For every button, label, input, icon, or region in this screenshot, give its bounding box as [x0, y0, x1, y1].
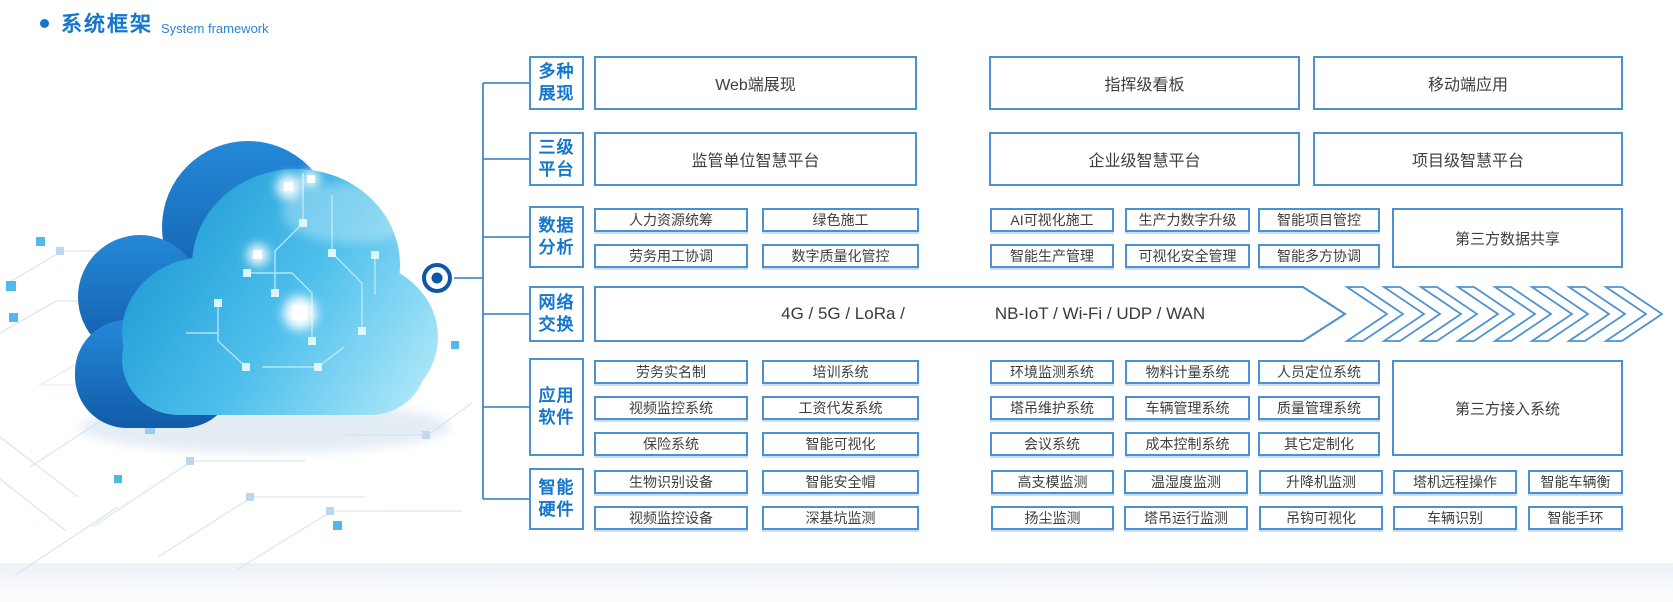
diagram-box: 会议系统 — [990, 432, 1114, 456]
diagram-box: 智能项目管控 — [1258, 208, 1380, 232]
cloud-circuit-traces — [186, 173, 376, 368]
box-mobile-app: 移动端应用 — [1313, 56, 1623, 110]
row-label-multi-display: 多种展现 — [529, 56, 584, 110]
diagram-box: 工资代发系统 — [762, 396, 919, 420]
flow-chevrons-icon — [1344, 286, 1664, 342]
row-label-application-software: 应用软件 — [529, 358, 584, 456]
title-bullet — [40, 18, 49, 28]
page-title: 系统框架 System framework — [40, 8, 269, 38]
cloud-front — [122, 169, 438, 415]
diagram-box: 高支模监测 — [991, 470, 1114, 494]
diagram-box: 绿色施工 — [762, 208, 919, 232]
diagram-box: 可视化安全管理 — [1125, 244, 1250, 268]
diagram-box: 塔吊维护系统 — [990, 396, 1114, 420]
diagram-box: 劳务用工协调 — [594, 244, 748, 268]
diagram-box: 人力资源统筹 — [594, 208, 748, 232]
diagram-box: 保险系统 — [594, 432, 748, 456]
diagram-box: 智能多方协调 — [1258, 244, 1380, 268]
row-label-three-level-platform: 三级平台 — [529, 132, 584, 186]
diagram-box: 智能安全帽 — [762, 470, 919, 494]
row-label-network-exchange: 网络交换 — [529, 286, 584, 342]
network-protocols-text-1: 4G / 5G / LoRa / — [781, 304, 905, 323]
diagram-box: 生物识别设备 — [594, 470, 748, 494]
diagram-box: 塔机远程操作 — [1393, 470, 1517, 494]
diagram-box: 温湿度监测 — [1124, 470, 1248, 494]
diagram-box: 智能车辆衡 — [1528, 470, 1623, 494]
diagram-box: 智能生产管理 — [990, 244, 1114, 268]
diagram-box: 数字质量化管控 — [762, 244, 919, 268]
diagram-box: 车辆管理系统 — [1125, 396, 1250, 420]
diagram-box: 深基坑监测 — [762, 506, 919, 530]
diagram-box: 生产力数字升级 — [1125, 208, 1250, 232]
cloud-circuit-nodes — [214, 219, 379, 371]
diagram-box: 人员定位系统 — [1258, 360, 1380, 384]
box-third-party-access-system: 第三方接入系统 — [1392, 360, 1623, 456]
diagram-box: 质量管理系统 — [1258, 396, 1380, 420]
diagram-box: 物料计量系统 — [1125, 360, 1250, 384]
diagram-box: 劳务实名制 — [594, 360, 748, 384]
ground-nodes — [56, 247, 430, 515]
diagram-box: 培训系统 — [762, 360, 919, 384]
diagram-box: 吊钩可视化 — [1259, 506, 1383, 530]
diagram-box: 视频监控设备 — [594, 506, 748, 530]
diagram-box: 智能可视化 — [762, 432, 919, 456]
box-regulator-platform: 监管单位智慧平台 — [594, 132, 917, 186]
box-web-display: Web端展现 — [594, 56, 917, 110]
diagram-box: 车辆识别 — [1393, 506, 1517, 530]
diagram-box: 成本控制系统 — [1125, 432, 1250, 456]
diagram-box: 视频监控系统 — [594, 396, 748, 420]
diagram-box: 塔吊运行监测 — [1124, 506, 1248, 530]
diagram-box: 环境监测系统 — [990, 360, 1114, 384]
diagram-box: 智能手环 — [1528, 506, 1623, 530]
diagram-box: 其它定制化 — [1258, 432, 1380, 456]
footer-ground-band — [0, 563, 1673, 602]
title-zh: 系统框架 — [61, 13, 153, 36]
box-command-board: 指挥级看板 — [989, 56, 1300, 110]
cloud-back — [75, 141, 334, 428]
box-enterprise-platform: 企业级智慧平台 — [989, 132, 1300, 186]
row-label-smart-hardware: 智能硬件 — [529, 468, 584, 530]
ground-circuit-pattern — [0, 250, 473, 575]
box-third-party-data-sharing: 第三方数据共享 — [1392, 208, 1623, 268]
diagram-box: 扬尘监测 — [991, 506, 1114, 530]
title-en: System framework — [161, 21, 269, 36]
cloud-connector-dot — [420, 261, 454, 295]
diagram-box: 升降机监测 — [1259, 470, 1383, 494]
row-label-data-analysis: 数据分析 — [529, 206, 584, 268]
box-project-platform: 项目级智慧平台 — [1313, 132, 1623, 186]
cyan-nodes — [6, 237, 459, 530]
diagram-box: AI可视化施工 — [990, 208, 1114, 232]
network-protocols-text-2: NB-IoT / Wi-Fi / UDP / WAN — [994, 304, 1206, 323]
cloud-glow-nodes — [247, 170, 320, 330]
cloud-illustration — [0, 141, 473, 575]
